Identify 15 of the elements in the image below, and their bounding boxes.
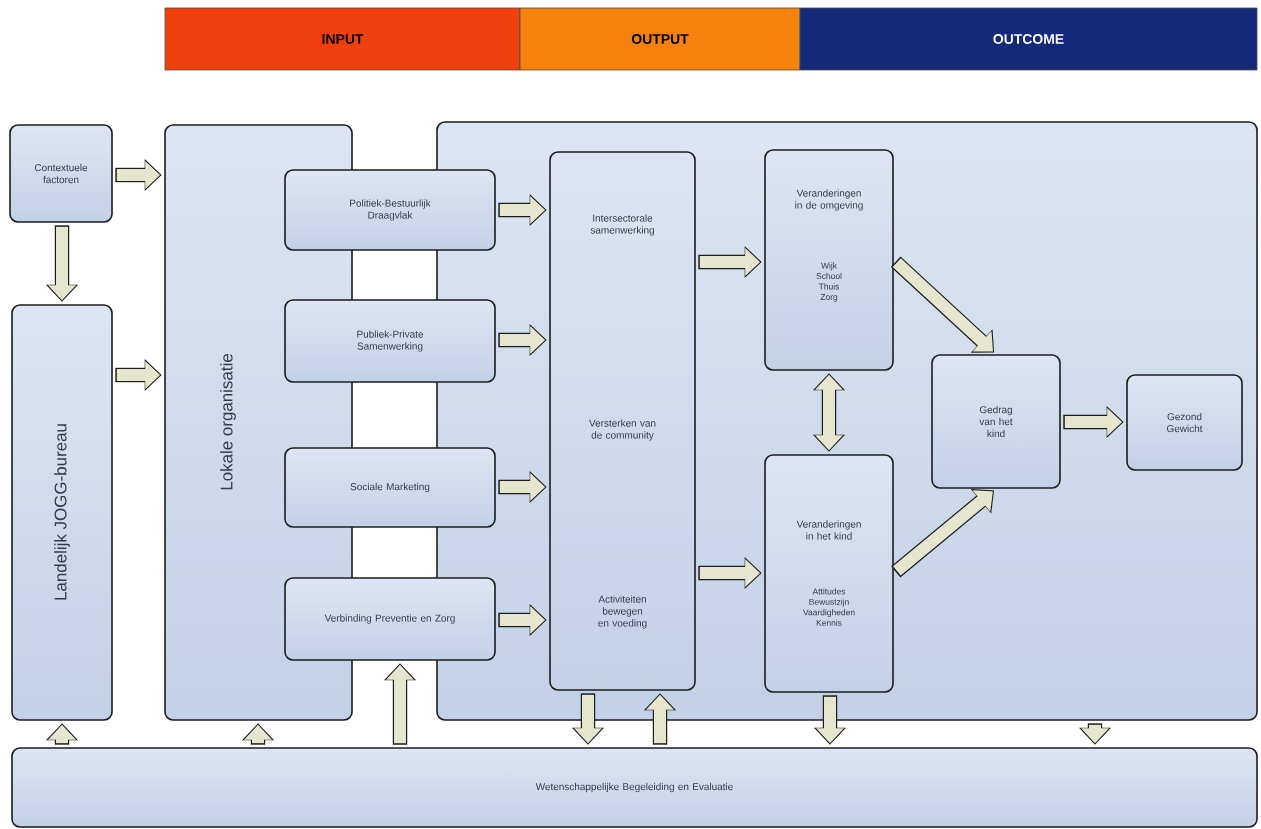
process-box: Landelijk JOGG-bureau: [11, 304, 113, 721]
process-box: Veranderingen in de omgeving Wijk School Thuis Zorg: [764, 149, 894, 371]
process-box: Intersectorale samenwerking Versterken van de community Activiteiten bewegen en voeding: [549, 151, 696, 691]
process-box: Publiek-Private Samenwerking: [284, 299, 496, 383]
process-box: Verbinding Preventie en Zorg: [284, 577, 496, 661]
process-box: Gedrag van het kind: [931, 354, 1061, 489]
process-box: Contextuele factoren: [9, 124, 113, 223]
process-box: Politiek-Bestuurlijk Draagvlak: [284, 169, 496, 251]
process-box: Gezond Gewicht: [1126, 374, 1243, 471]
band: INPUT: [164, 7, 521, 71]
band: OUTCOME: [799, 7, 1258, 71]
process-box: Veranderingen in het kind Attitudes Bewustzijn Vaardigheden Kennis: [764, 454, 894, 693]
process-box: Sociale Marketing: [284, 447, 496, 528]
band: OUTPUT: [519, 7, 801, 71]
process-box: Wetenschappelijke Begeleiding en Evaluatie: [11, 747, 1258, 828]
